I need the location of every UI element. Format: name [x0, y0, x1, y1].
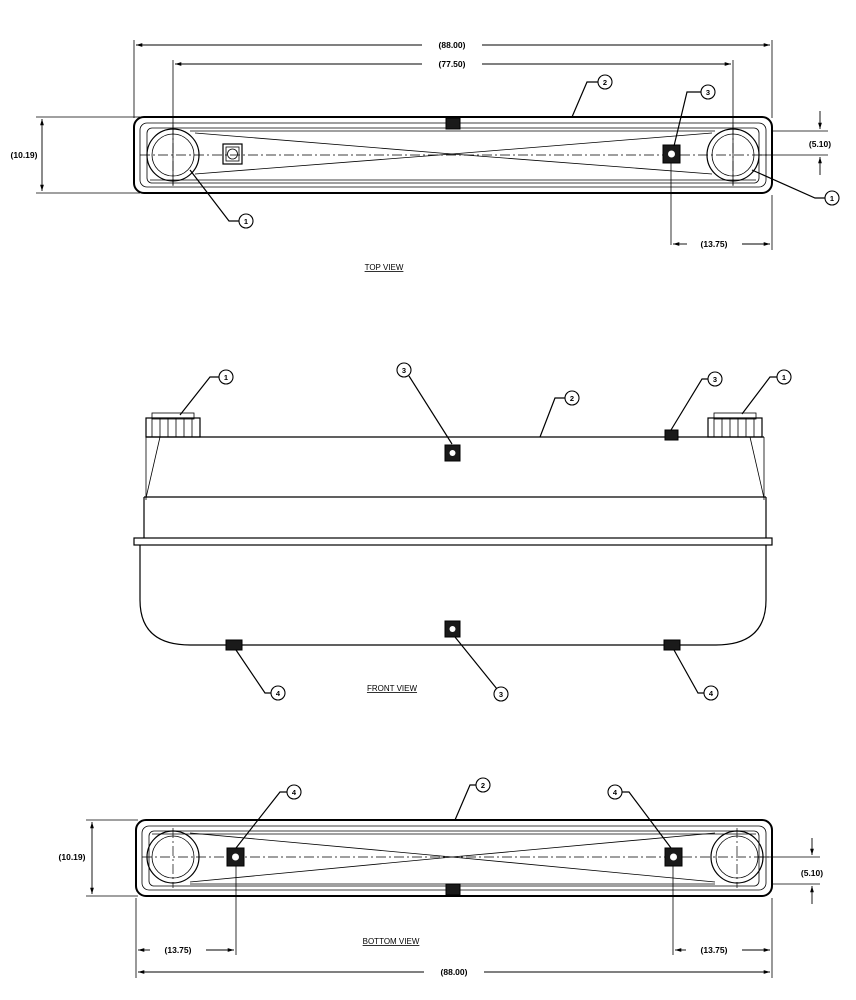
callout-4-bottom-right: 4: [607, 784, 672, 849]
callout-1-top-left: 1: [189, 169, 254, 229]
svg-text:3: 3: [402, 366, 406, 375]
fill-cap-left-top: [146, 125, 200, 186]
svg-text:4: 4: [276, 689, 281, 698]
fitting-bottom-right-front: [663, 639, 681, 651]
dim-offset-y-bottom: (5.10): [760, 838, 823, 904]
dim-offset-y-top: (5.10): [760, 111, 831, 175]
callout-2-bottom: 2: [454, 777, 491, 821]
dim-label-width: (10.19): [11, 150, 38, 160]
callout-3-front-right: 3: [670, 371, 723, 431]
vent-fitting-top: [445, 117, 461, 130]
fill-cap-left-bottom: [146, 828, 200, 888]
top-view: (88.00) (77.50) (10.19): [11, 40, 840, 272]
callout-3-front-center: 3: [396, 362, 453, 445]
callout-4-front-left: 4: [235, 649, 286, 701]
dim-label-offset-x-top: (13.75): [701, 239, 728, 249]
front-view: 1 3 2 3 1 4 3: [133, 362, 792, 702]
dim-label-offset-x-bottom-right: (13.75): [701, 945, 728, 955]
dim-offset-x-bottom: (13.75) (13.75): [135, 898, 773, 978]
dim-width-top: (10.19): [11, 116, 140, 194]
callout-2-front: 2: [539, 390, 580, 438]
dim-label-offset-y-top: (5.10): [809, 139, 831, 149]
callout-1-top-right: 1: [751, 169, 840, 206]
callout-1-front-left: 1: [179, 369, 234, 416]
fitting-right-bottom: [664, 847, 683, 955]
dim-label-offset-y-bottom: (5.10): [801, 868, 823, 878]
callout-2-top: 2: [571, 74, 613, 118]
svg-text:3: 3: [499, 690, 503, 699]
dim-overall-length-bottom: (88.00): [138, 967, 770, 977]
view-title-top: TOP VIEW: [365, 263, 404, 272]
svg-text:2: 2: [481, 781, 485, 790]
dim-label-width-bottom: (10.19): [59, 852, 86, 862]
dim-offset-x-top: (13.75): [673, 195, 773, 250]
view-title-bottom: BOTTOM VIEW: [363, 937, 420, 946]
svg-text:4: 4: [709, 689, 714, 698]
vent-fitting-bottom: [445, 883, 461, 896]
svg-text:1: 1: [830, 194, 834, 203]
dim-label-overall-length: (88.00): [439, 40, 466, 50]
callout-1-front-right: 1: [741, 369, 792, 415]
callout-4-front-right: 4: [673, 649, 719, 701]
fill-cap-left-front: [145, 412, 201, 438]
bottom-view: (10.19): [59, 777, 823, 978]
svg-text:2: 2: [570, 394, 574, 403]
fill-cap-right-front: [707, 412, 763, 438]
fitting-bottom-left-front: [225, 639, 243, 651]
fitting-top-center-front: [444, 444, 461, 462]
svg-text:4: 4: [613, 788, 618, 797]
tank-outline-front: [133, 436, 773, 646]
dim-fill-spacing-top: (77.50): [172, 59, 734, 185]
fitting-left-bottom: [226, 847, 245, 955]
svg-text:1: 1: [224, 373, 228, 382]
callout-3-front-bottom: 3: [454, 636, 509, 702]
callout-3-top: 3: [673, 84, 716, 147]
fitting-right-top: [662, 144, 681, 245]
fill-cap-right-bottom: [710, 828, 764, 888]
svg-text:4: 4: [292, 788, 297, 797]
svg-text:2: 2: [603, 78, 607, 87]
svg-text:3: 3: [706, 88, 710, 97]
callout-4-bottom-left: 4: [235, 784, 302, 849]
fill-cap-right-top: [706, 125, 760, 186]
svg-text:1: 1: [244, 217, 248, 226]
svg-text:1: 1: [782, 373, 786, 382]
dim-label-overall-length-bottom: (88.00): [441, 967, 468, 977]
view-title-front: FRONT VIEW: [367, 684, 418, 693]
fitting-bottom-center-front: [444, 620, 461, 638]
dim-label-offset-x-bottom-left: (13.75): [165, 945, 192, 955]
dim-overall-length-top: (88.00): [133, 40, 773, 118]
fitting-left-top: [222, 143, 243, 165]
fitting-top-right-front: [664, 429, 679, 441]
dim-label-fill-spacing: (77.50): [439, 59, 466, 69]
dim-width-bottom: (10.19): [59, 819, 138, 897]
svg-text:3: 3: [713, 375, 717, 384]
